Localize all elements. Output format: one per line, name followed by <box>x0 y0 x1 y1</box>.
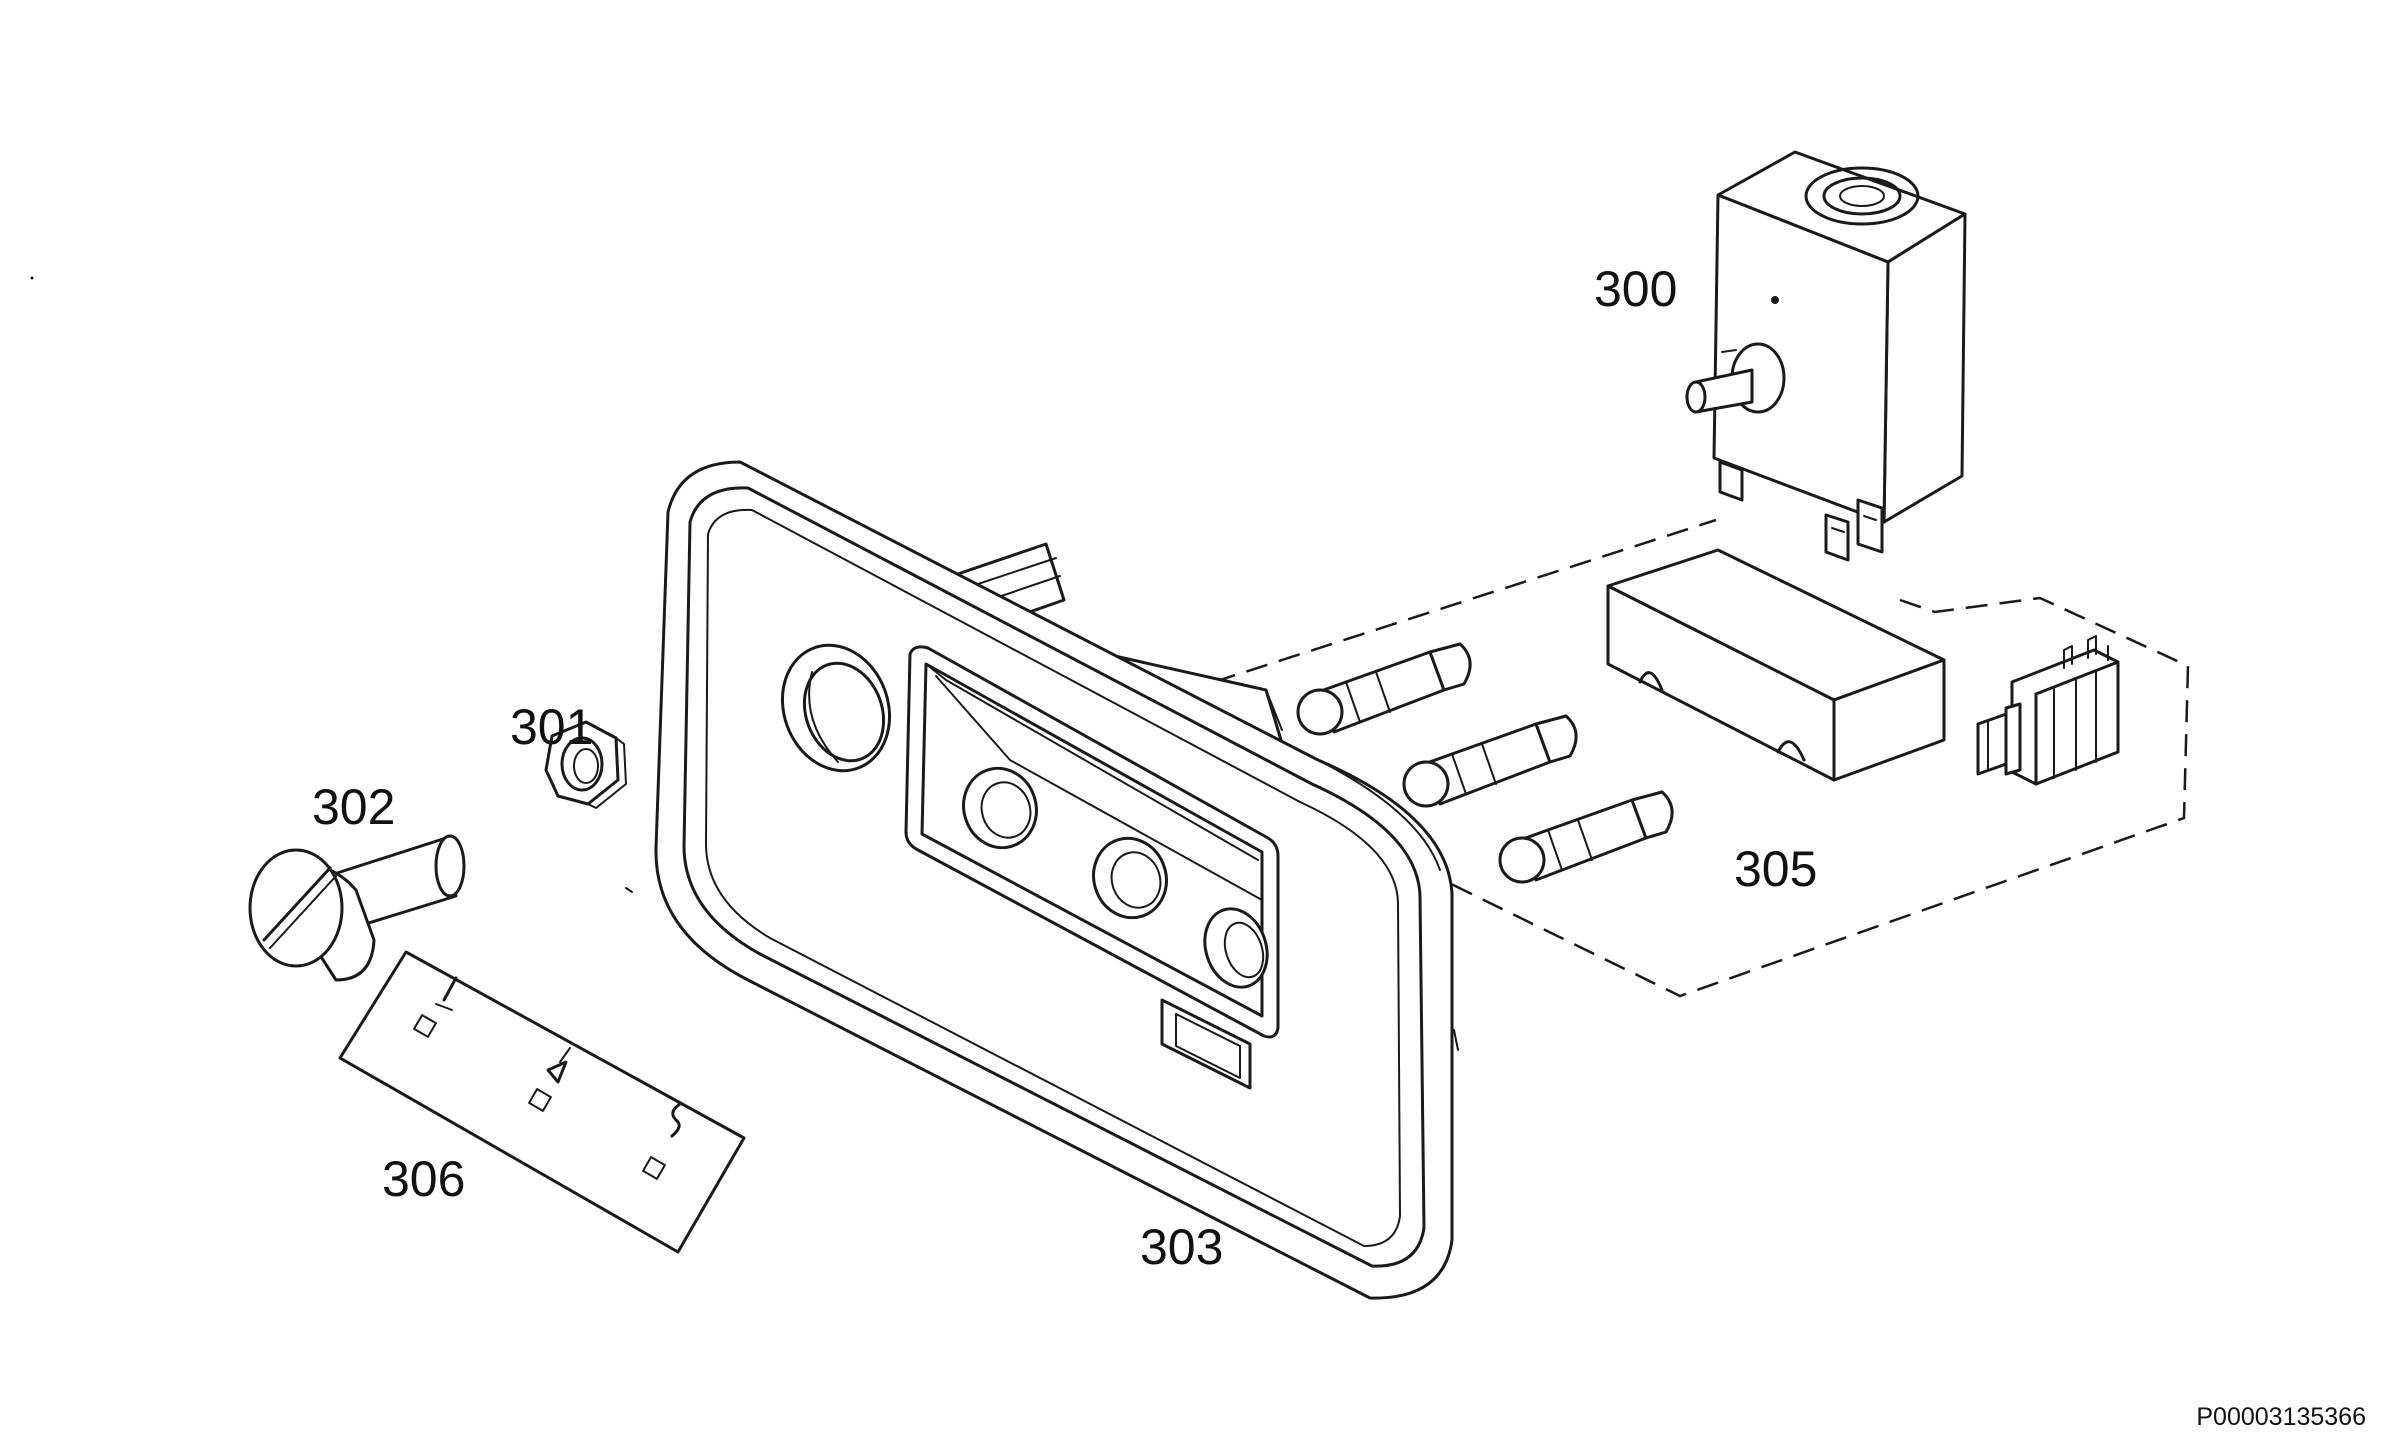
part-305-lamp-2 <box>1402 714 1578 808</box>
document-id: P00003135366 <box>2196 1403 2366 1431</box>
label-302: 302 <box>312 779 395 835</box>
part-306-label-sticker <box>338 950 746 1254</box>
part-305-lamp-3 <box>1498 790 1674 884</box>
label-301: 301 <box>510 699 593 755</box>
leader-line <box>625 887 633 893</box>
part-303-control-panel <box>654 460 1459 1300</box>
part-300-solenoid-coil <box>1685 150 1967 562</box>
part-302-knob <box>248 834 466 982</box>
label-303: 303 <box>1140 1219 1223 1275</box>
part-305-resistor-block <box>1606 548 1946 782</box>
label-306: 306 <box>382 1151 465 1207</box>
part-305-lamp-1 <box>1296 642 1472 736</box>
label-300: 300 <box>1594 261 1677 317</box>
part-305-group-outline <box>1213 518 2190 998</box>
part-301-hex-nut <box>544 720 627 809</box>
label-305: 305 <box>1734 841 1817 897</box>
stray-dot <box>30 276 34 280</box>
part-305-micro-switch <box>1976 635 2120 786</box>
